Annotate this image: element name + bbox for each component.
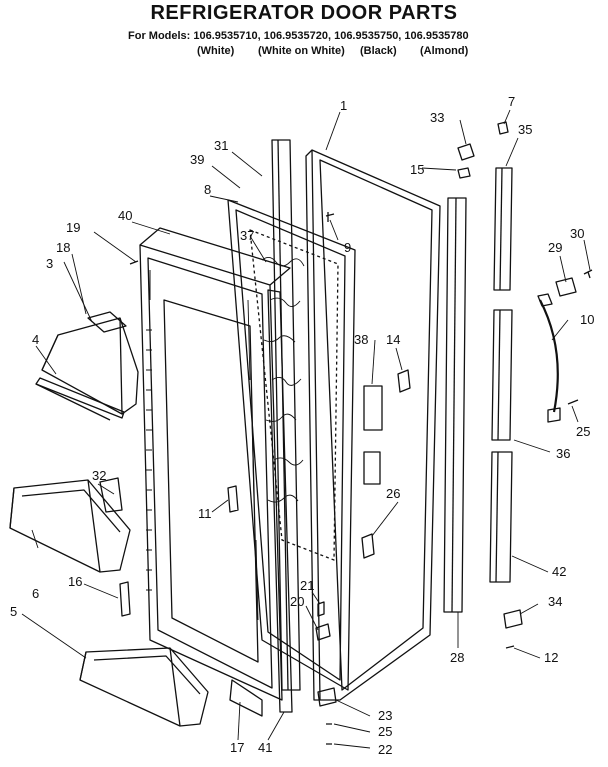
screw-19 (129, 260, 139, 265)
callout-41: 41 (258, 740, 272, 755)
callout-11: 11 (198, 506, 212, 521)
callout-14: 14 (386, 332, 400, 347)
handle-trim-middle (491, 309, 513, 441)
callout-25-right: 25 (576, 424, 590, 439)
bracket-32 (99, 477, 123, 513)
callout-1: 1 (340, 98, 347, 113)
callout-6: 6 (32, 586, 39, 601)
callout-8: 8 (204, 182, 211, 197)
models-line: For Models: 106.9535710, 106.9535720, 10… (128, 30, 469, 42)
handle-trim-lower (489, 451, 513, 583)
finish-white-on-white: (White on White) (258, 45, 345, 57)
screw-25 (567, 399, 579, 405)
callout-18: 18 (56, 240, 70, 255)
bracket-11 (227, 485, 239, 513)
callout-17: 17 (230, 740, 244, 755)
callout-25-bottom: 25 (378, 724, 392, 739)
bracket-16 (119, 581, 131, 617)
hinge-23 (317, 687, 337, 707)
callout-10: 10 (580, 312, 594, 327)
callout-36: 36 (556, 446, 570, 461)
page-title: REFRIGERATOR DOOR PARTS (150, 2, 458, 24)
callout-30: 30 (570, 226, 584, 241)
vertical-strip-28 (443, 197, 467, 613)
door-shelf-bin (9, 479, 131, 573)
clip-14 (397, 369, 411, 393)
callout-22: 22 (378, 742, 392, 757)
callout-39: 39 (190, 152, 204, 167)
door-handle (539, 299, 559, 413)
finish-white: (White) (197, 45, 235, 57)
part-21 (317, 601, 325, 617)
callout-12: 12 (544, 650, 558, 665)
part-20 (315, 623, 331, 641)
part-callouts: 1 3 4 5 6 7 8 9 10 11 12 14 15 16 17 18 … (10, 94, 594, 757)
hinge-33 (457, 143, 475, 161)
inner-door-liner (139, 227, 291, 701)
callout-3: 3 (46, 256, 53, 271)
callout-31: 31 (214, 138, 228, 153)
cap-7 (497, 121, 509, 135)
callout-9: 9 (344, 240, 351, 255)
screw-12 (505, 645, 515, 649)
screws-25-22 (326, 723, 332, 745)
callout-32: 32 (92, 468, 106, 483)
cap-15 (457, 167, 471, 179)
screw-9 (325, 212, 335, 222)
callout-38: 38 (354, 332, 368, 347)
clip-26 (361, 533, 375, 559)
bracket-29 (555, 277, 577, 297)
callout-20: 20 (290, 594, 304, 609)
bracket-34 (503, 609, 523, 629)
callout-42: 42 (552, 564, 566, 579)
handle-mount (537, 293, 561, 423)
leader-lines (21, 109, 591, 749)
callout-19: 19 (66, 220, 80, 235)
insulation-liner (227, 199, 356, 691)
dairy-compartment (35, 317, 139, 421)
callout-26: 26 (386, 486, 400, 501)
handle-trim-upper (493, 167, 513, 291)
block-38 (363, 385, 383, 485)
front-trim-strip (229, 289, 293, 717)
callout-37: 37 (240, 228, 254, 243)
outer-door-panel (305, 149, 441, 701)
callout-29: 29 (548, 240, 562, 255)
callout-34: 34 (548, 594, 562, 609)
callout-40: 40 (118, 208, 132, 223)
callout-4: 4 (32, 332, 39, 347)
finish-almond: (Almond) (420, 45, 469, 57)
callout-7: 7 (508, 94, 515, 109)
callout-21: 21 (300, 578, 314, 593)
screw-30 (583, 269, 593, 279)
lower-door-bin (79, 647, 209, 727)
small-clip-18 (87, 311, 127, 333)
callout-16: 16 (68, 574, 82, 589)
callout-35: 35 (518, 122, 532, 137)
callout-33: 33 (430, 110, 444, 125)
finish-black: (Black) (360, 45, 397, 57)
callout-28: 28 (450, 650, 464, 665)
callout-5: 5 (10, 604, 17, 619)
callout-15: 15 (410, 162, 424, 177)
callout-23: 23 (378, 708, 392, 723)
